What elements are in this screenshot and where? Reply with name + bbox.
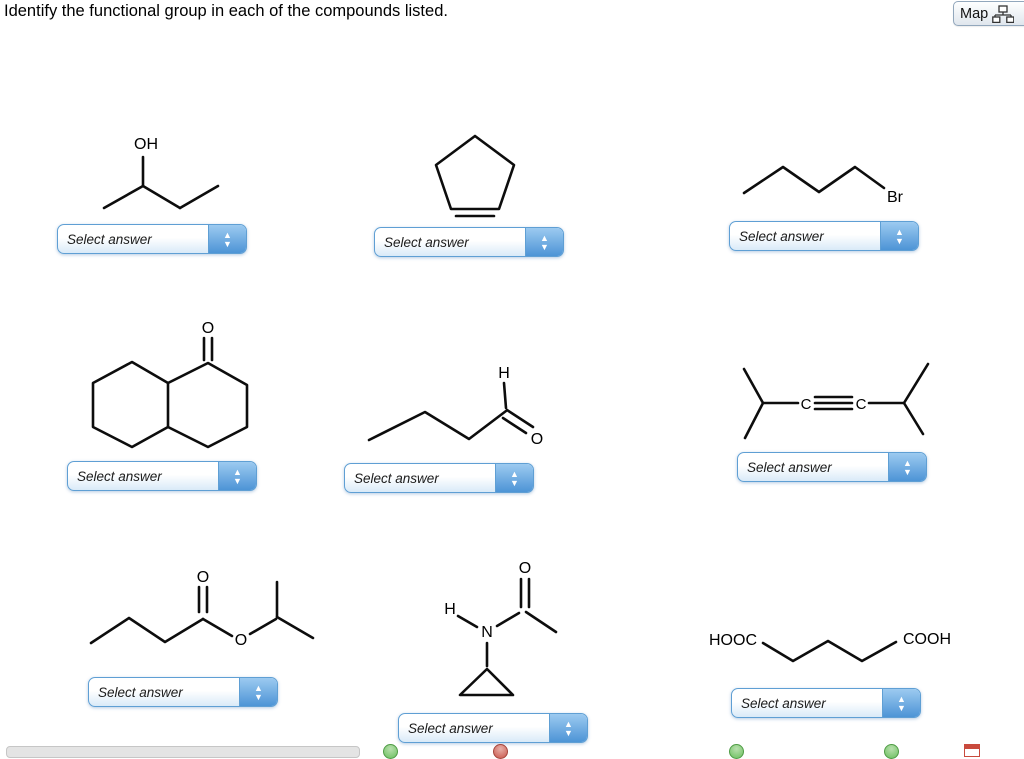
- select-answer-amide[interactable]: Select answer ▲▼: [398, 713, 588, 743]
- dropdown-label: Select answer: [741, 695, 826, 711]
- structure-diacid: HOOC COOH: [709, 631, 951, 663]
- spinner-down-icon[interactable]: ▼: [895, 235, 904, 246]
- dropdown-label: Select answer: [98, 684, 183, 700]
- spinner-up-icon[interactable]: ▲: [540, 232, 549, 243]
- atom-label-o-ester: O: [235, 632, 247, 649]
- spinner-up-icon[interactable]: ▲: [254, 682, 263, 693]
- structure-alkyne: C C: [742, 362, 930, 440]
- structure-butanol: OH: [102, 136, 220, 210]
- radio-green-icon[interactable]: [884, 744, 899, 759]
- structure-decalone: O: [91, 320, 249, 449]
- spinner-down-icon[interactable]: ▼: [903, 466, 912, 477]
- spinner-down-icon[interactable]: ▼: [564, 727, 573, 738]
- spinner-up-icon[interactable]: ▲: [903, 457, 912, 468]
- spinner-buttons[interactable]: ▲▼: [239, 678, 277, 706]
- atom-label-n: N: [481, 624, 493, 641]
- structure-ester: O O: [89, 569, 315, 649]
- spinner-buttons[interactable]: ▲▼: [882, 689, 920, 717]
- atom-label-h: H: [498, 365, 510, 382]
- dropdown-label: Select answer: [747, 459, 832, 475]
- atom-label-o: O: [202, 320, 214, 337]
- map-button-label: Map: [960, 5, 989, 22]
- atom-label-o-carbonyl: O: [197, 569, 209, 586]
- spinner-buttons[interactable]: ▲▼: [208, 225, 246, 253]
- select-answer-bromobutane[interactable]: Select answer ▲▼: [729, 221, 919, 251]
- select-answer-diacid[interactable]: Select answer ▲▼: [731, 688, 921, 718]
- dropdown-label: Select answer: [384, 234, 469, 250]
- spinner-up-icon[interactable]: ▲: [233, 466, 242, 477]
- radio-green-icon[interactable]: [729, 744, 744, 759]
- select-answer-alkyne[interactable]: Select answer ▲▼: [737, 452, 927, 482]
- atom-label-o: O: [519, 560, 531, 577]
- dropdown-label: Select answer: [77, 468, 162, 484]
- spinner-buttons[interactable]: ▲▼: [888, 453, 926, 481]
- spinner-down-icon[interactable]: ▼: [897, 702, 906, 713]
- flag-icon[interactable]: [964, 744, 980, 757]
- spinner-up-icon[interactable]: ▲: [564, 718, 573, 729]
- structure-cyclopentene: [434, 134, 516, 218]
- atom-label-hooc: HOOC: [709, 632, 757, 649]
- bottom-panel-edge: [6, 746, 360, 758]
- radio-green-icon[interactable]: [383, 744, 398, 759]
- radio-red-icon[interactable]: [493, 744, 508, 759]
- spinner-buttons[interactable]: ▲▼: [880, 222, 918, 250]
- atom-label-cooh: COOH: [903, 631, 951, 648]
- spinner-buttons[interactable]: ▲▼: [495, 464, 533, 492]
- atom-label-c-left: C: [801, 396, 812, 413]
- atom-label-oh: OH: [134, 136, 158, 153]
- structure-bromobutane: Br: [742, 165, 904, 206]
- spinner-up-icon[interactable]: ▲: [510, 468, 519, 479]
- page-title: Identify the functional group in each of…: [4, 2, 448, 20]
- structure-butanal: H O: [367, 365, 543, 448]
- spinner-up-icon[interactable]: ▲: [895, 226, 904, 237]
- structure-amide: H N O: [444, 560, 558, 697]
- spinner-buttons[interactable]: ▲▼: [549, 714, 587, 742]
- select-answer-decalone[interactable]: Select answer ▲▼: [67, 461, 257, 491]
- dropdown-label: Select answer: [67, 231, 152, 247]
- select-answer-cyclopentene[interactable]: Select answer ▲▼: [374, 227, 564, 257]
- map-button[interactable]: Map: [953, 1, 1024, 26]
- atom-label-br: Br: [887, 189, 904, 206]
- spinner-down-icon[interactable]: ▼: [233, 475, 242, 486]
- atom-label-c-right: C: [856, 396, 867, 413]
- dropdown-label: Select answer: [354, 470, 439, 486]
- select-answer-butanol[interactable]: Select answer ▲▼: [57, 224, 247, 254]
- spinner-buttons[interactable]: ▲▼: [525, 228, 563, 256]
- dropdown-label: Select answer: [739, 228, 824, 244]
- spinner-down-icon[interactable]: ▼: [510, 477, 519, 488]
- dropdown-label: Select answer: [408, 720, 493, 736]
- spinner-up-icon[interactable]: ▲: [897, 693, 906, 704]
- atom-label-o: O: [531, 431, 543, 448]
- atom-label-h: H: [444, 601, 456, 618]
- spinner-down-icon[interactable]: ▼: [223, 238, 232, 249]
- spinner-up-icon[interactable]: ▲: [223, 229, 232, 240]
- spinner-down-icon[interactable]: ▼: [540, 241, 549, 252]
- spinner-buttons[interactable]: ▲▼: [218, 462, 256, 490]
- select-answer-butanal[interactable]: Select answer ▲▼: [344, 463, 534, 493]
- select-answer-ester[interactable]: Select answer ▲▼: [88, 677, 278, 707]
- spinner-down-icon[interactable]: ▼: [254, 691, 263, 702]
- sitemap-icon: [992, 4, 1015, 23]
